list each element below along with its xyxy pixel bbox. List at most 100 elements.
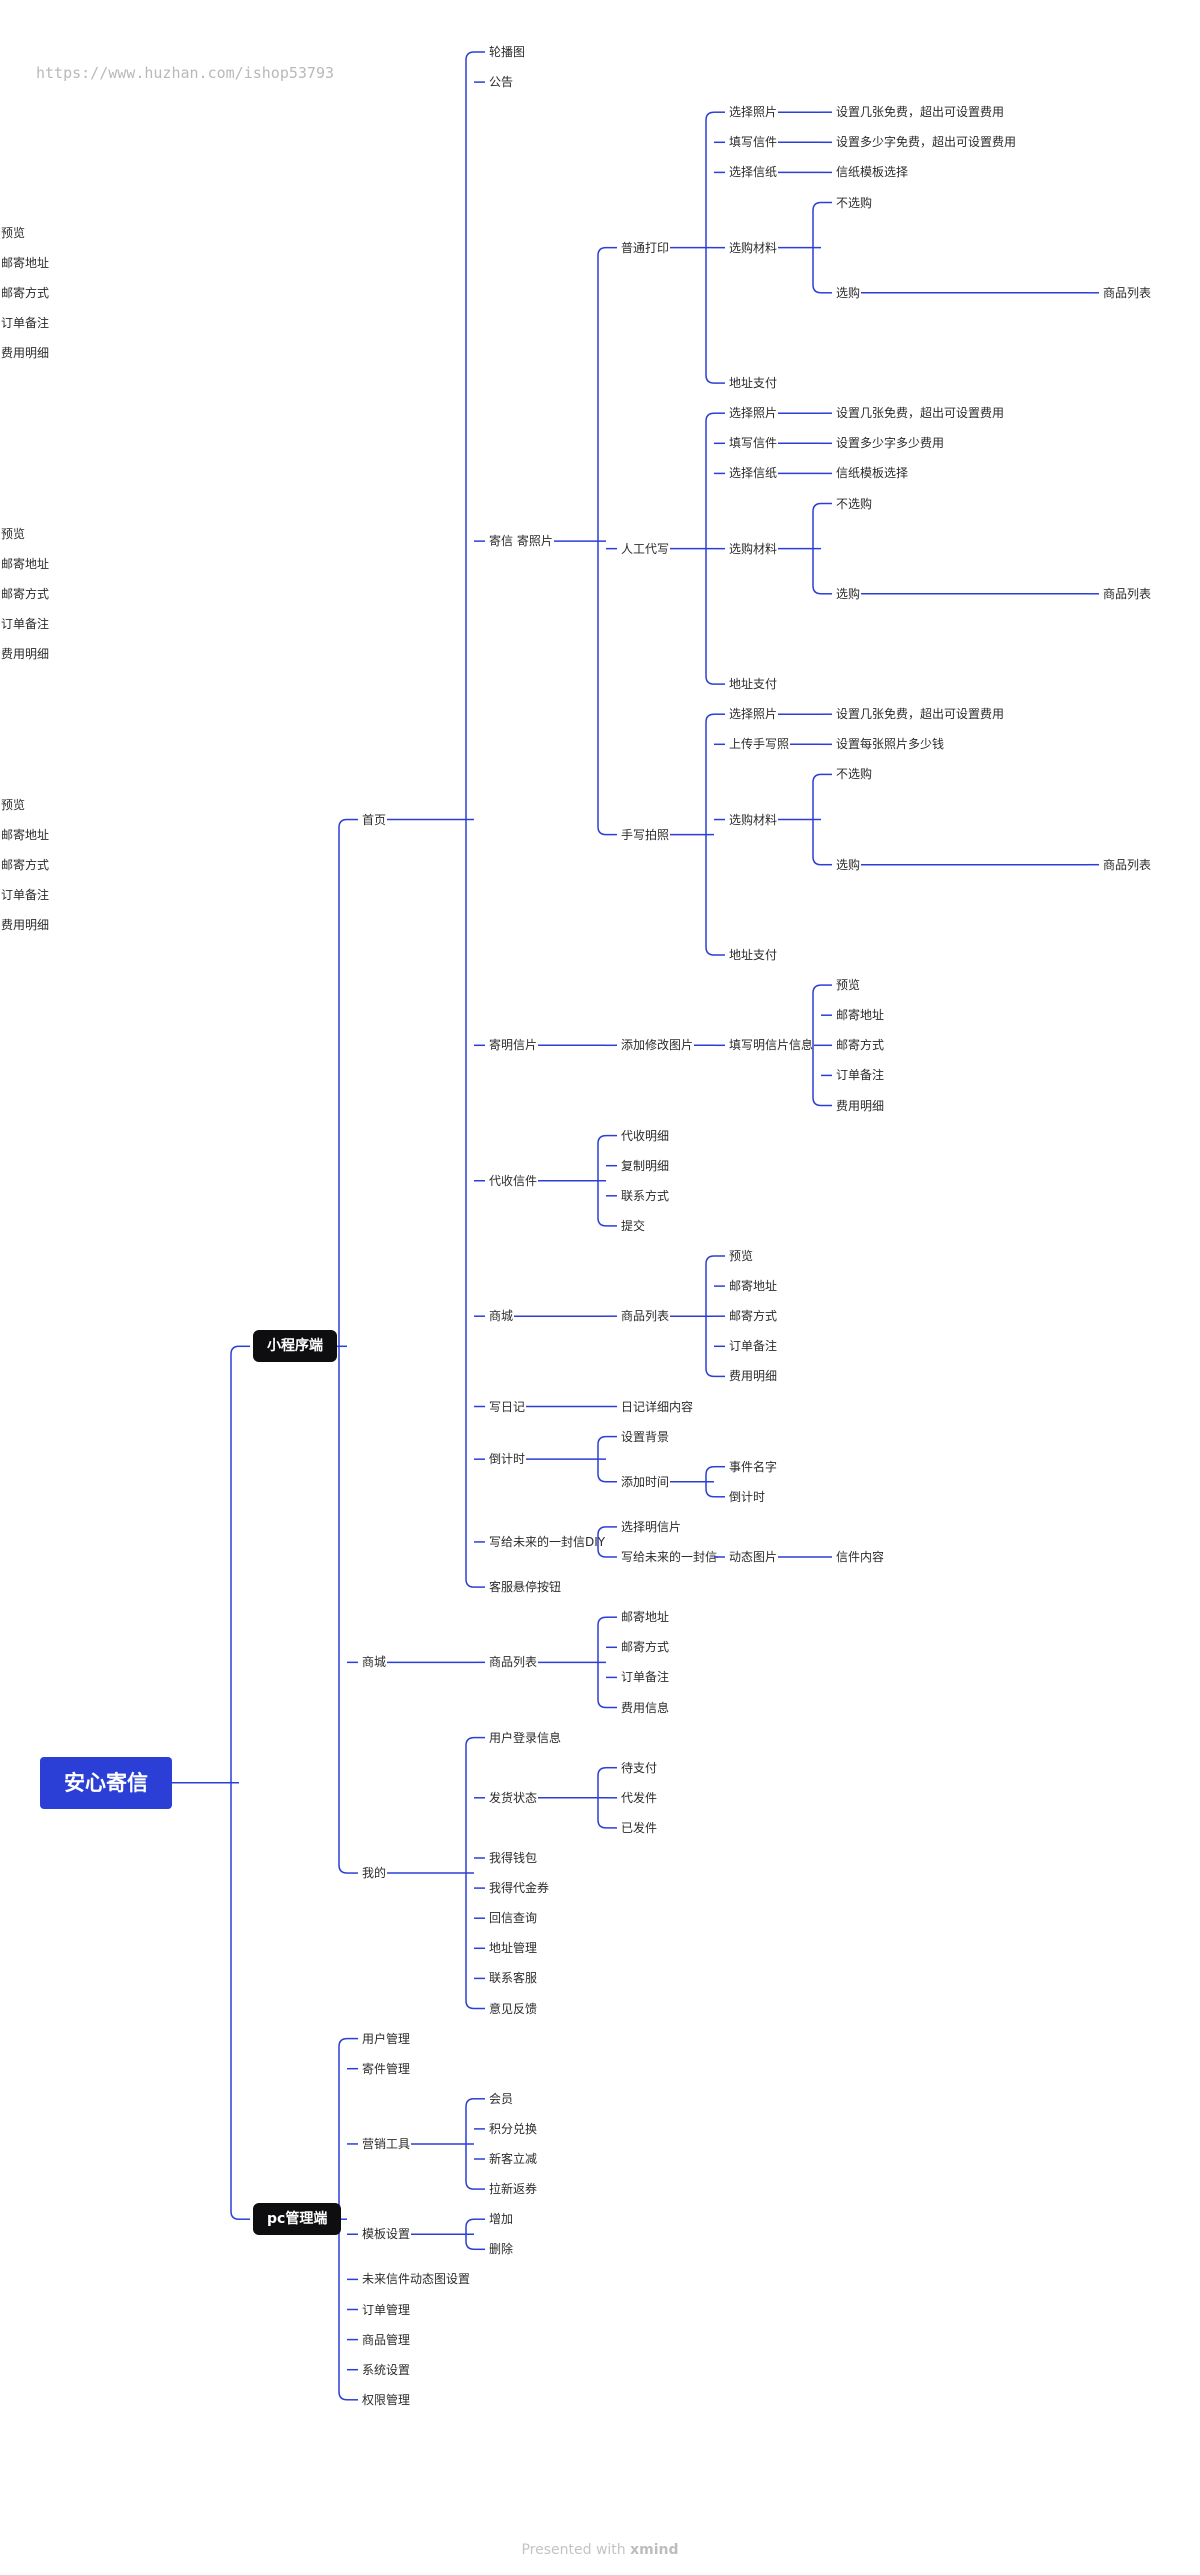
topic-node[interactable]: 上传手写照: [729, 737, 790, 752]
topic-node[interactable]: 会员: [489, 2091, 514, 2106]
topic-node[interactable]: 倒计时: [729, 1489, 766, 1504]
topic-node[interactable]: 商城: [362, 1655, 387, 1670]
topic-node[interactable]: 寄明信片: [489, 1038, 538, 1053]
topic-node[interactable]: 模板设置: [362, 2227, 411, 2242]
topic-node[interactable]: 商品管理: [362, 2332, 411, 2347]
topic-node[interactable]: 写给未来的一封信: [621, 1550, 718, 1564]
topic-node[interactable]: 选择照片: [729, 707, 778, 722]
topic-node[interactable]: 新客立减: [489, 2152, 538, 2166]
topic-node[interactable]: 费用明细: [1, 346, 50, 360]
topic-node[interactable]: 意见反馈: [489, 2001, 538, 2016]
topic-node[interactable]: 信纸模板选择: [836, 165, 909, 180]
topic-node[interactable]: 订单管理: [362, 2302, 411, 2317]
topic-node[interactable]: 代收明细: [621, 1128, 670, 1143]
topic-node[interactable]: 邮寄地址: [836, 1008, 885, 1023]
topic-node[interactable]: 权限管理: [362, 2392, 411, 2407]
topic-node[interactable]: 邮寄地址: [621, 1610, 670, 1625]
topic-node[interactable]: 订单备注: [729, 1339, 778, 1354]
topic-node[interactable]: 发货状态: [489, 1790, 538, 1805]
topic-node[interactable]: 填写信件: [729, 436, 778, 451]
topic-node[interactable]: 填写信件: [729, 135, 778, 150]
topic-node[interactable]: 选购材料: [729, 541, 778, 556]
topic-node[interactable]: 费用明细: [1, 647, 50, 661]
topic-node[interactable]: 邮寄方式: [1, 857, 50, 872]
topic-node[interactable]: 删除: [489, 2242, 514, 2257]
topic-node[interactable]: 不选购: [836, 767, 873, 782]
topic-node[interactable]: 拉新返券: [489, 2182, 538, 2197]
topic-node[interactable]: 选购: [836, 857, 861, 872]
topic-node[interactable]: 客服悬停按钮: [489, 1580, 562, 1595]
main-topic[interactable]: pc管理端: [253, 2203, 342, 2236]
topic-node[interactable]: 积分兑换: [489, 2121, 538, 2136]
topic-node[interactable]: 邮寄地址: [729, 1279, 778, 1294]
topic-node[interactable]: 添加修改图片: [621, 1038, 694, 1053]
topic-node[interactable]: 地址支付: [729, 376, 778, 391]
topic-node[interactable]: 邮寄地址: [1, 255, 50, 270]
topic-node[interactable]: 联系客服: [489, 1971, 538, 1986]
topic-node[interactable]: 我得钱包: [489, 1851, 538, 1865]
topic-node[interactable]: 不选购: [836, 496, 873, 511]
topic-node[interactable]: 选购: [836, 285, 861, 300]
topic-node[interactable]: 待支付: [621, 1760, 658, 1775]
topic-node[interactable]: 信纸模板选择: [836, 466, 909, 481]
topic-node[interactable]: 订单备注: [1, 616, 50, 631]
topic-node[interactable]: 预览: [1, 225, 26, 240]
topic-node[interactable]: 联系方式: [621, 1188, 670, 1203]
topic-node[interactable]: 轮播图: [489, 45, 526, 59]
topic-node[interactable]: 地址支付: [729, 677, 778, 692]
topic-node[interactable]: 代发件: [621, 1790, 658, 1805]
topic-node[interactable]: 费用明细: [836, 1098, 885, 1113]
topic-node[interactable]: 商品列表: [1103, 586, 1152, 601]
root-topic[interactable]: 安心寄信: [40, 1756, 172, 1809]
topic-node[interactable]: 选购材料: [729, 240, 778, 255]
topic-node[interactable]: 复制明细: [621, 1158, 670, 1173]
topic-node[interactable]: 商品列表: [621, 1309, 670, 1324]
topic-node[interactable]: 回信查询: [489, 1911, 538, 1926]
topic-node[interactable]: 预览: [1, 797, 26, 812]
topic-node[interactable]: 邮寄地址: [1, 827, 50, 842]
topic-node[interactable]: 订单备注: [1, 887, 50, 902]
topic-node[interactable]: 邮寄方式: [621, 1640, 670, 1655]
topic-node[interactable]: 预览: [1, 526, 26, 541]
topic-node[interactable]: 设置几张免费，超出可设置费用: [836, 105, 1005, 120]
topic-node[interactable]: 添加时间: [621, 1474, 670, 1489]
topic-node[interactable]: 设置多少字多少费用: [836, 436, 945, 451]
topic-node[interactable]: 已发件: [621, 1820, 658, 1835]
topic-node[interactable]: 系统设置: [362, 2362, 411, 2377]
topic-node[interactable]: 邮寄方式: [729, 1309, 778, 1324]
topic-node[interactable]: 我的: [362, 1866, 387, 1881]
topic-node[interactable]: 预览: [836, 978, 861, 993]
topic-node[interactable]: 设置几张免费，超出可设置费用: [836, 707, 1005, 722]
topic-node[interactable]: 选择明信片: [621, 1519, 682, 1534]
topic-node[interactable]: 人工代写: [621, 541, 670, 556]
topic-node[interactable]: 邮寄方式: [1, 285, 50, 300]
topic-node[interactable]: 普通打印: [621, 240, 670, 255]
topic-node[interactable]: 地址管理: [489, 1941, 538, 1956]
topic-node[interactable]: 订单备注: [836, 1068, 885, 1083]
topic-node[interactable]: 邮寄方式: [836, 1038, 885, 1053]
topic-node[interactable]: 设置几张免费，超出可设置费用: [836, 406, 1005, 421]
topic-node[interactable]: 提交: [621, 1218, 646, 1233]
topic-node[interactable]: 商品列表: [489, 1655, 538, 1670]
topic-node[interactable]: 写给未来的一封信DIY: [489, 1534, 606, 1549]
topic-node[interactable]: 设置多少字免费，超出可设置费用: [836, 135, 1017, 150]
topic-node[interactable]: 寄信 寄照片: [489, 534, 553, 549]
topic-node[interactable]: 用户登录信息: [489, 1730, 562, 1745]
topic-node[interactable]: 商城: [489, 1309, 514, 1324]
topic-node[interactable]: 选购: [836, 586, 861, 601]
topic-node[interactable]: 设置每张照片多少钱: [836, 737, 945, 752]
topic-node[interactable]: 填写明信片信息: [729, 1038, 814, 1053]
topic-node[interactable]: 用户管理: [362, 2031, 411, 2046]
topic-node[interactable]: 选购材料: [729, 812, 778, 827]
topic-node[interactable]: 商品列表: [1103, 285, 1152, 300]
topic-node[interactable]: 事件名字: [729, 1459, 778, 1474]
topic-node[interactable]: 增加: [489, 2212, 514, 2227]
topic-node[interactable]: 费用明细: [729, 1369, 778, 1384]
topic-node[interactable]: 费用明细: [1, 917, 50, 932]
topic-node[interactable]: 手写拍照: [621, 827, 670, 842]
topic-node[interactable]: 设置背景: [621, 1429, 670, 1444]
topic-node[interactable]: 代收信件: [489, 1173, 538, 1188]
topic-node[interactable]: 订单备注: [1, 315, 50, 330]
topic-node[interactable]: 日记详细内容: [621, 1399, 694, 1414]
topic-node[interactable]: 选择信纸: [729, 165, 778, 180]
